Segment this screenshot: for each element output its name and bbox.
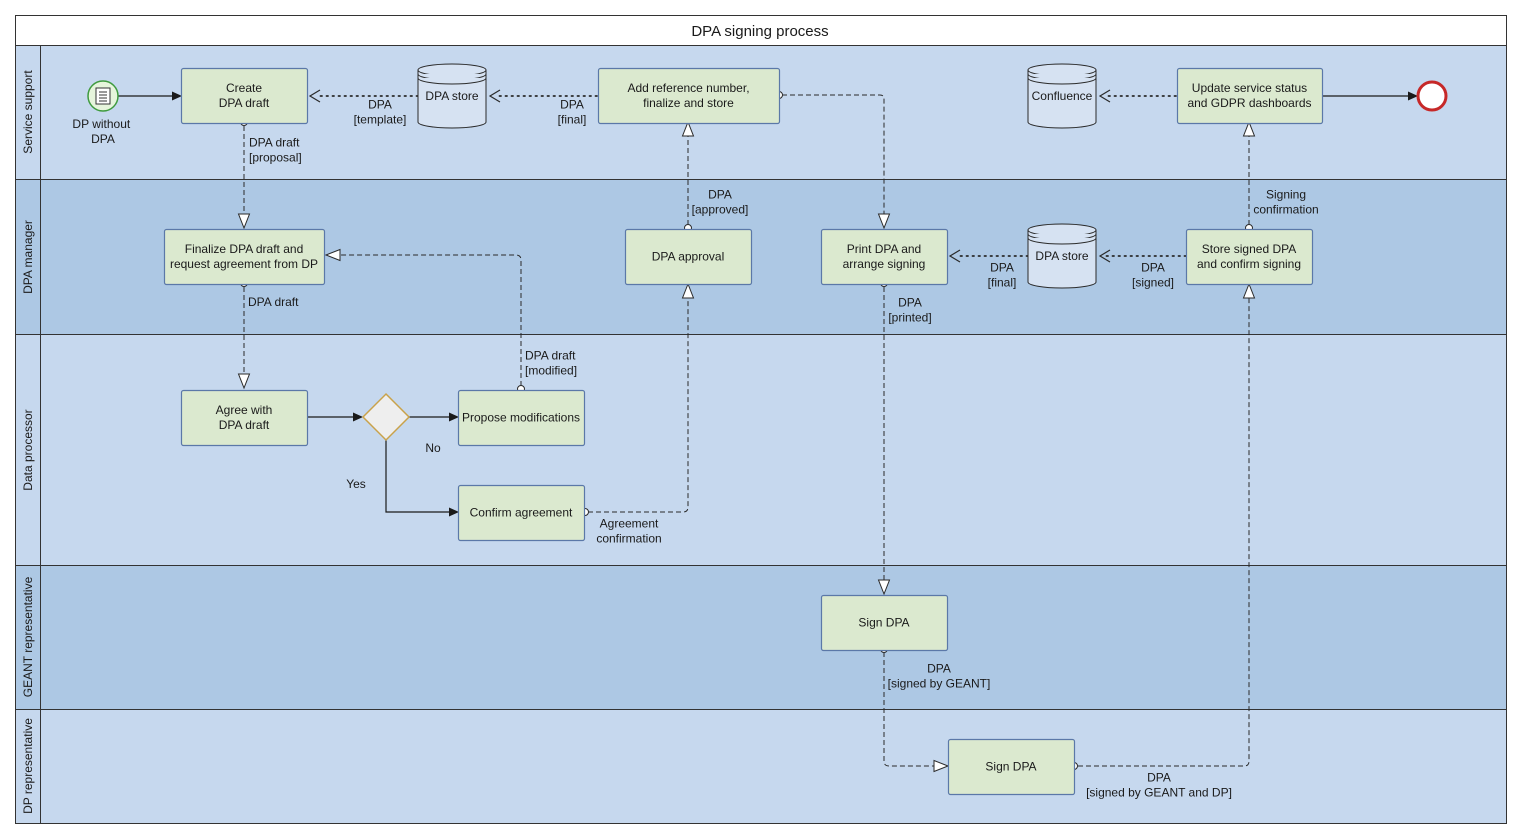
msg-propose-to-finalize bbox=[340, 254, 522, 386]
msg-add-to-print bbox=[782, 94, 885, 214]
msg-sign-dp-to-store-signed bbox=[1078, 298, 1250, 767]
label-dpa-template: DPA[template] bbox=[354, 98, 407, 127]
label-dpa-printed: DPA[printed] bbox=[888, 296, 931, 325]
msg-sign-geant-to-sign-dp bbox=[883, 652, 934, 767]
task-label: Sign DPA bbox=[858, 616, 909, 630]
task-add-reference: Add reference number,finalize and store bbox=[597, 67, 781, 125]
datastore-label: DPA store bbox=[1035, 249, 1088, 263]
datastore-store-top: DPA store bbox=[417, 63, 487, 129]
task-label: Add reference number,finalize and store bbox=[627, 81, 749, 110]
task-confirm-agreement: Confirm agreement bbox=[457, 484, 586, 542]
lane-label-geant-representative: GEANT representative bbox=[21, 576, 35, 697]
task-propose-mod: Propose modifications bbox=[457, 389, 586, 447]
task-label: Confirm agreement bbox=[470, 506, 573, 520]
lane-label-data-processor: Data processor bbox=[21, 409, 35, 490]
lane-dp-representative bbox=[15, 709, 1507, 824]
pool-title: DPA signing process bbox=[691, 23, 828, 40]
label-dpa-signed-both: DPA[signed by GEANT and DP] bbox=[1086, 771, 1232, 800]
lane-geant-representative bbox=[15, 565, 1507, 710]
task-sign-dp: Sign DPA bbox=[947, 738, 1076, 796]
label-dpa-draft: DPA draft bbox=[248, 295, 299, 309]
flow-labels: DPA[template] DPA[final] DPA draft[proposa… bbox=[248, 98, 1319, 800]
datastore-label: Confluence bbox=[1032, 89, 1093, 103]
label-no: No bbox=[425, 441, 441, 455]
start-event-label: DP without DPA bbox=[72, 117, 133, 146]
label-dpa-final-top: DPA[final] bbox=[558, 98, 587, 127]
task-dpa-approval: DPA approval bbox=[624, 228, 753, 286]
start-event: DP without DPA bbox=[72, 80, 133, 146]
task-sign-geant: Sign DPA bbox=[820, 594, 949, 652]
label-dpa-signed: DPA[signed] bbox=[1132, 261, 1174, 290]
datastore-confluence: Confluence bbox=[1027, 63, 1097, 129]
label-dpa-draft-proposal: DPA draft[proposal] bbox=[249, 136, 302, 165]
label-dpa-final-mid: DPA[final] bbox=[988, 261, 1017, 290]
task-label: DPA approval bbox=[652, 250, 725, 264]
end-event-circle bbox=[1416, 80, 1448, 112]
msg-confirm-to-approval bbox=[588, 298, 689, 513]
lane-label-dpa-manager: DPA manager bbox=[21, 220, 35, 294]
label-dpa-approved: DPA[approved] bbox=[692, 188, 749, 217]
datastore-store-mid: DPA store bbox=[1027, 223, 1097, 289]
datastore-label: DPA store bbox=[425, 89, 478, 103]
lane-label-dp-representative: DP representative bbox=[21, 718, 35, 814]
label-yes: Yes bbox=[346, 477, 366, 491]
task-label: Propose modifications bbox=[462, 411, 580, 425]
decision-gateway bbox=[361, 392, 411, 442]
seq-gateway-yes bbox=[385, 440, 451, 513]
document-icon bbox=[95, 87, 111, 105]
task-label: Sign DPA bbox=[985, 760, 1036, 774]
lane-data-processor bbox=[15, 334, 1507, 566]
end-event bbox=[1416, 80, 1448, 112]
lane-label-service-support: Service support bbox=[21, 70, 35, 154]
label-dpa-signed-geant: DPA[signed by GEANT] bbox=[888, 662, 991, 691]
label-dpa-draft-modified: DPA draft[modified] bbox=[525, 349, 577, 378]
